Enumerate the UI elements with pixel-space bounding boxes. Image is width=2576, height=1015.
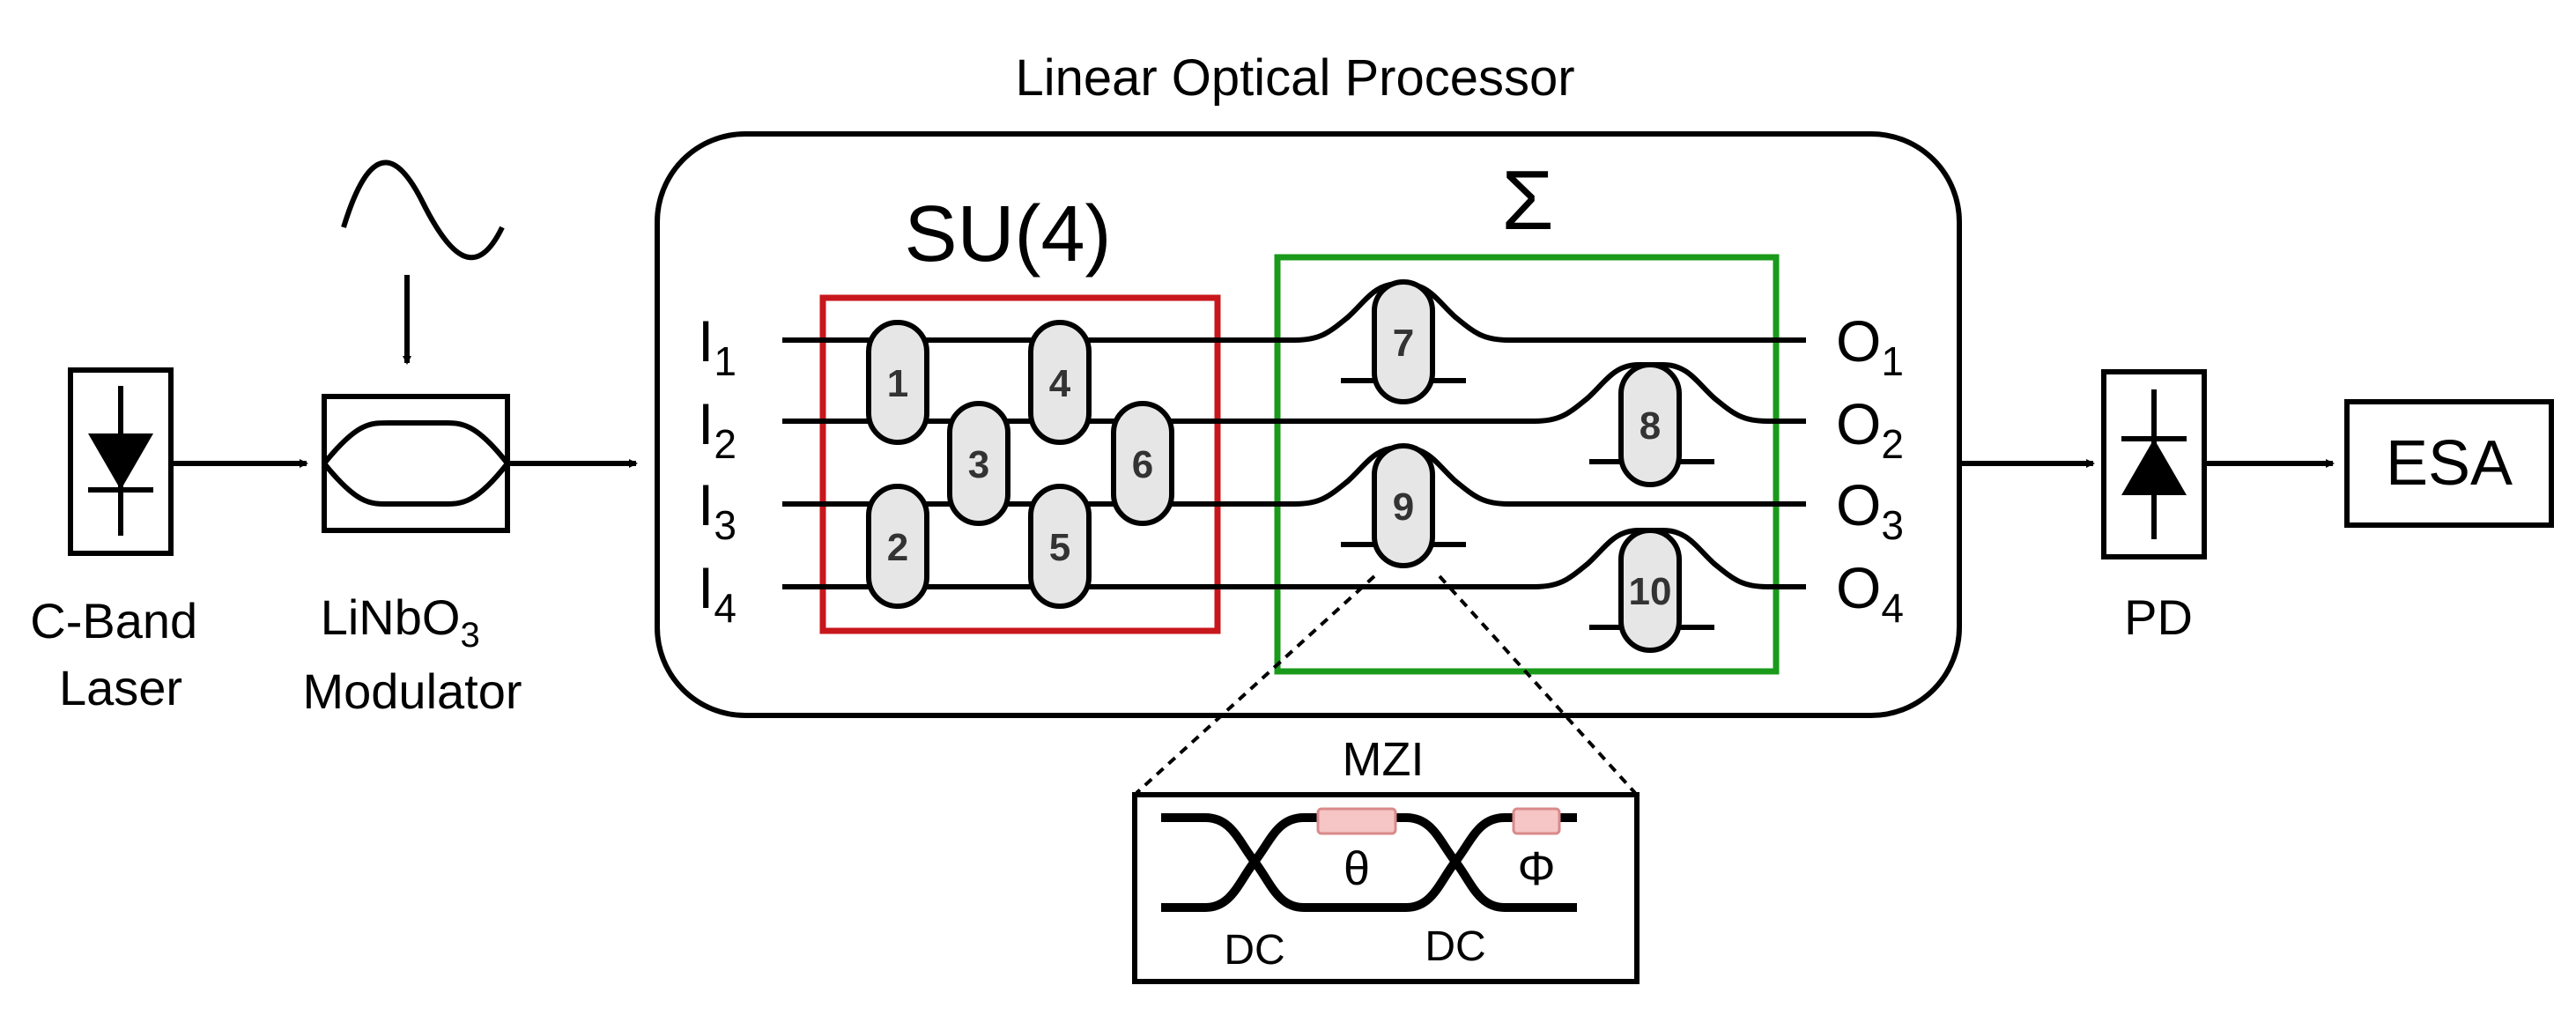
diagram-title: Linear Optical Processor — [1015, 49, 1574, 107]
modulator-block — [322, 394, 510, 533]
rf-sine-icon — [341, 159, 505, 261]
input-label-2: I2 — [698, 391, 737, 467]
theta-phase-shifter — [1316, 807, 1397, 835]
input-label-4: I4 — [698, 555, 737, 631]
mzi-inset-title: MZI — [1343, 733, 1425, 786]
waveguide-1 — [782, 281, 1806, 343]
mzi-4: 4 — [1028, 320, 1092, 445]
svg-text:7: 7 — [1393, 322, 1414, 365]
theta-label: θ — [1344, 842, 1370, 895]
laser-diode-icon — [88, 433, 153, 490]
output-label-1: O1 — [1836, 308, 1904, 384]
svg-text:3: 3 — [968, 443, 989, 486]
su4-box — [819, 294, 1221, 634]
input-label-3: I3 — [698, 472, 737, 548]
svg-text:5: 5 — [1049, 526, 1070, 569]
dc-label-left: DC — [1224, 927, 1284, 974]
su4-label: SU(4) — [904, 190, 1111, 278]
modulator-label: LiNbO3 Modulator — [302, 589, 522, 719]
output-label-3: O3 — [1836, 472, 1904, 548]
sigma-label: Σ — [1501, 153, 1553, 248]
mzi-10: 10 — [1618, 528, 1682, 653]
esa-block: ESA — [2344, 399, 2554, 528]
svg-text:2: 2 — [887, 526, 908, 569]
mzi-9: 9 — [1372, 443, 1435, 568]
svg-text:4: 4 — [1049, 362, 1071, 405]
svg-text:1: 1 — [887, 362, 908, 405]
mzi-8: 8 — [1618, 362, 1682, 487]
mzi-3: 3 — [947, 401, 1010, 526]
phi-phase-shifter — [1512, 807, 1561, 835]
esa-label: ESA — [2386, 428, 2513, 499]
mzi-7: 7 — [1372, 279, 1435, 404]
phi-label: Φ — [1517, 842, 1555, 895]
svg-text:10: 10 — [1629, 570, 1672, 613]
pd-label: PD — [2124, 589, 2193, 645]
mach-zehnder-arm-upper-icon — [322, 420, 510, 465]
processor-box — [655, 131, 1962, 718]
dc-label-right: DC — [1425, 923, 1485, 970]
mzi-5: 5 — [1028, 484, 1092, 609]
svg-text:8: 8 — [1640, 404, 1661, 448]
input-label-1: I1 — [698, 308, 737, 384]
zoom-lines — [1135, 574, 1637, 795]
laser-label: C-Band Laser — [30, 593, 211, 715]
mzi-2: 2 — [866, 484, 929, 609]
svg-text:9: 9 — [1393, 485, 1414, 529]
pd-block — [2101, 369, 2207, 559]
mzi-6: 6 — [1111, 401, 1174, 526]
mach-zehnder-arm-lower-icon — [322, 462, 510, 507]
output-label-4: O4 — [1836, 555, 1904, 631]
output-label-2: O2 — [1836, 391, 1904, 467]
photodiode-icon — [2121, 439, 2187, 495]
svg-text:6: 6 — [1132, 443, 1153, 486]
mzi-1: 1 — [866, 320, 929, 445]
laser-block — [68, 367, 174, 556]
